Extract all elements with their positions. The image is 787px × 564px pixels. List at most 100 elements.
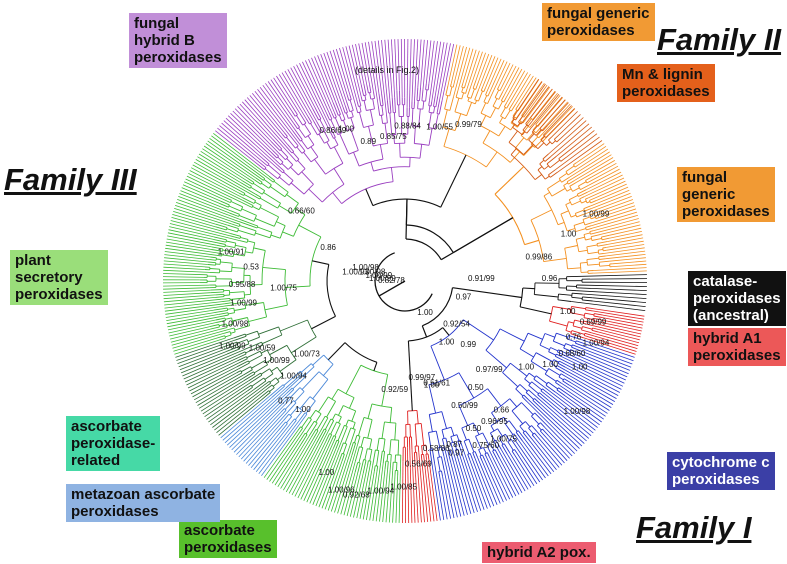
tree-branch	[595, 216, 602, 220]
tree-radial	[555, 391, 600, 426]
tree-branch	[270, 141, 281, 151]
tree-branch	[251, 360, 266, 369]
tree-branch	[357, 462, 361, 474]
tree-radial	[388, 470, 394, 523]
tree-radial	[409, 39, 412, 108]
family-ii-title: Family II	[657, 22, 782, 57]
tree-branch	[264, 373, 274, 380]
tree-radial	[557, 114, 581, 137]
tree-radial	[225, 117, 278, 166]
tree-branch	[357, 417, 365, 436]
tree-radial	[378, 280, 406, 297]
tree-radial	[418, 452, 425, 523]
tree-radial	[453, 46, 464, 85]
tree-branch	[263, 179, 272, 186]
tree-branch	[519, 384, 528, 392]
tree-branch	[334, 423, 341, 437]
tree-branch	[543, 192, 550, 197]
tree-branch	[293, 420, 297, 425]
tree-branch	[425, 89, 428, 102]
tree-arc	[579, 198, 582, 204]
tree-arc	[374, 252, 433, 312]
tree-branch	[261, 182, 270, 189]
tree-arc	[288, 413, 292, 417]
tree-branch	[389, 407, 393, 423]
tree-radial	[315, 441, 342, 507]
tree-radial	[576, 160, 615, 183]
tree-arc	[344, 342, 378, 363]
tree-radial	[269, 429, 305, 482]
tree-radial	[560, 382, 608, 414]
tree-arc	[323, 354, 334, 365]
tree-branch	[563, 378, 572, 384]
tree-radial	[280, 436, 312, 489]
tree-branch	[248, 316, 267, 323]
tree-radial	[290, 67, 313, 109]
tree-branch	[300, 434, 308, 445]
tree-branch	[286, 158, 294, 166]
tree-radial	[538, 405, 583, 447]
tree-branch	[556, 353, 562, 358]
tree-arc	[582, 219, 586, 226]
tree-arc	[539, 128, 543, 132]
tree-branch	[585, 225, 592, 228]
support-value: 1.00/94	[368, 487, 395, 496]
tree-branch	[500, 107, 506, 117]
tree-branch	[345, 364, 362, 394]
tree-branch	[333, 137, 339, 146]
tree-arc	[268, 381, 272, 384]
tree-branch	[228, 205, 241, 212]
support-value: 0.87	[446, 440, 462, 449]
tree-radial	[297, 441, 327, 499]
tree-branch	[229, 235, 241, 239]
tree-radial	[519, 81, 543, 113]
tree-arc	[493, 439, 497, 442]
tree-branch	[285, 372, 303, 389]
tree-branch	[416, 87, 419, 101]
tree-branch	[298, 433, 306, 443]
tree-radial	[189, 366, 238, 392]
tree-branch	[548, 169, 556, 176]
tree-branch	[342, 113, 346, 120]
tree-branch	[390, 454, 392, 462]
tree-branch	[274, 159, 281, 166]
tree-radial	[163, 297, 216, 303]
tree-branch	[487, 388, 502, 407]
tree-radial	[190, 368, 239, 395]
tree-branch	[234, 335, 247, 341]
label-ascorbate: ascorbate peroxidases	[179, 520, 277, 558]
tree-radial	[395, 474, 399, 523]
support-value: 0.86/69	[320, 126, 347, 135]
tree-radial	[294, 430, 329, 497]
tree-radial	[525, 86, 551, 120]
tree-branch	[360, 459, 365, 473]
tree-radial	[271, 442, 300, 484]
tree-radial	[584, 177, 625, 198]
tree-branch	[584, 208, 592, 212]
tree-radial	[163, 273, 205, 276]
support-value: 1.00/98	[564, 407, 591, 416]
tree-branch	[215, 317, 226, 321]
tree-radial	[372, 462, 382, 521]
tree-arc	[318, 371, 329, 380]
tree-branch	[493, 441, 500, 451]
tree-branch	[556, 365, 566, 371]
tree-radial	[550, 123, 590, 157]
tree-branch	[294, 391, 305, 403]
label-ascorbate-related: ascorbate peroxidase- related	[66, 416, 161, 471]
tree-branch	[557, 299, 572, 302]
tree-radial	[306, 441, 335, 503]
support-value: 0.56/69	[405, 459, 432, 468]
tree-branch	[393, 112, 397, 135]
tree-branch	[225, 245, 235, 249]
tree-arc	[333, 435, 337, 438]
tree-arc	[375, 449, 379, 452]
tree-arc	[239, 236, 242, 239]
support-value: 0.92/54	[443, 320, 470, 329]
tree-arc	[276, 366, 284, 376]
tree-branch	[543, 132, 546, 136]
tree-branch	[352, 422, 356, 429]
support-value: 1.00/75	[490, 435, 517, 444]
tree-branch	[258, 326, 279, 335]
tree-radial	[240, 413, 284, 460]
